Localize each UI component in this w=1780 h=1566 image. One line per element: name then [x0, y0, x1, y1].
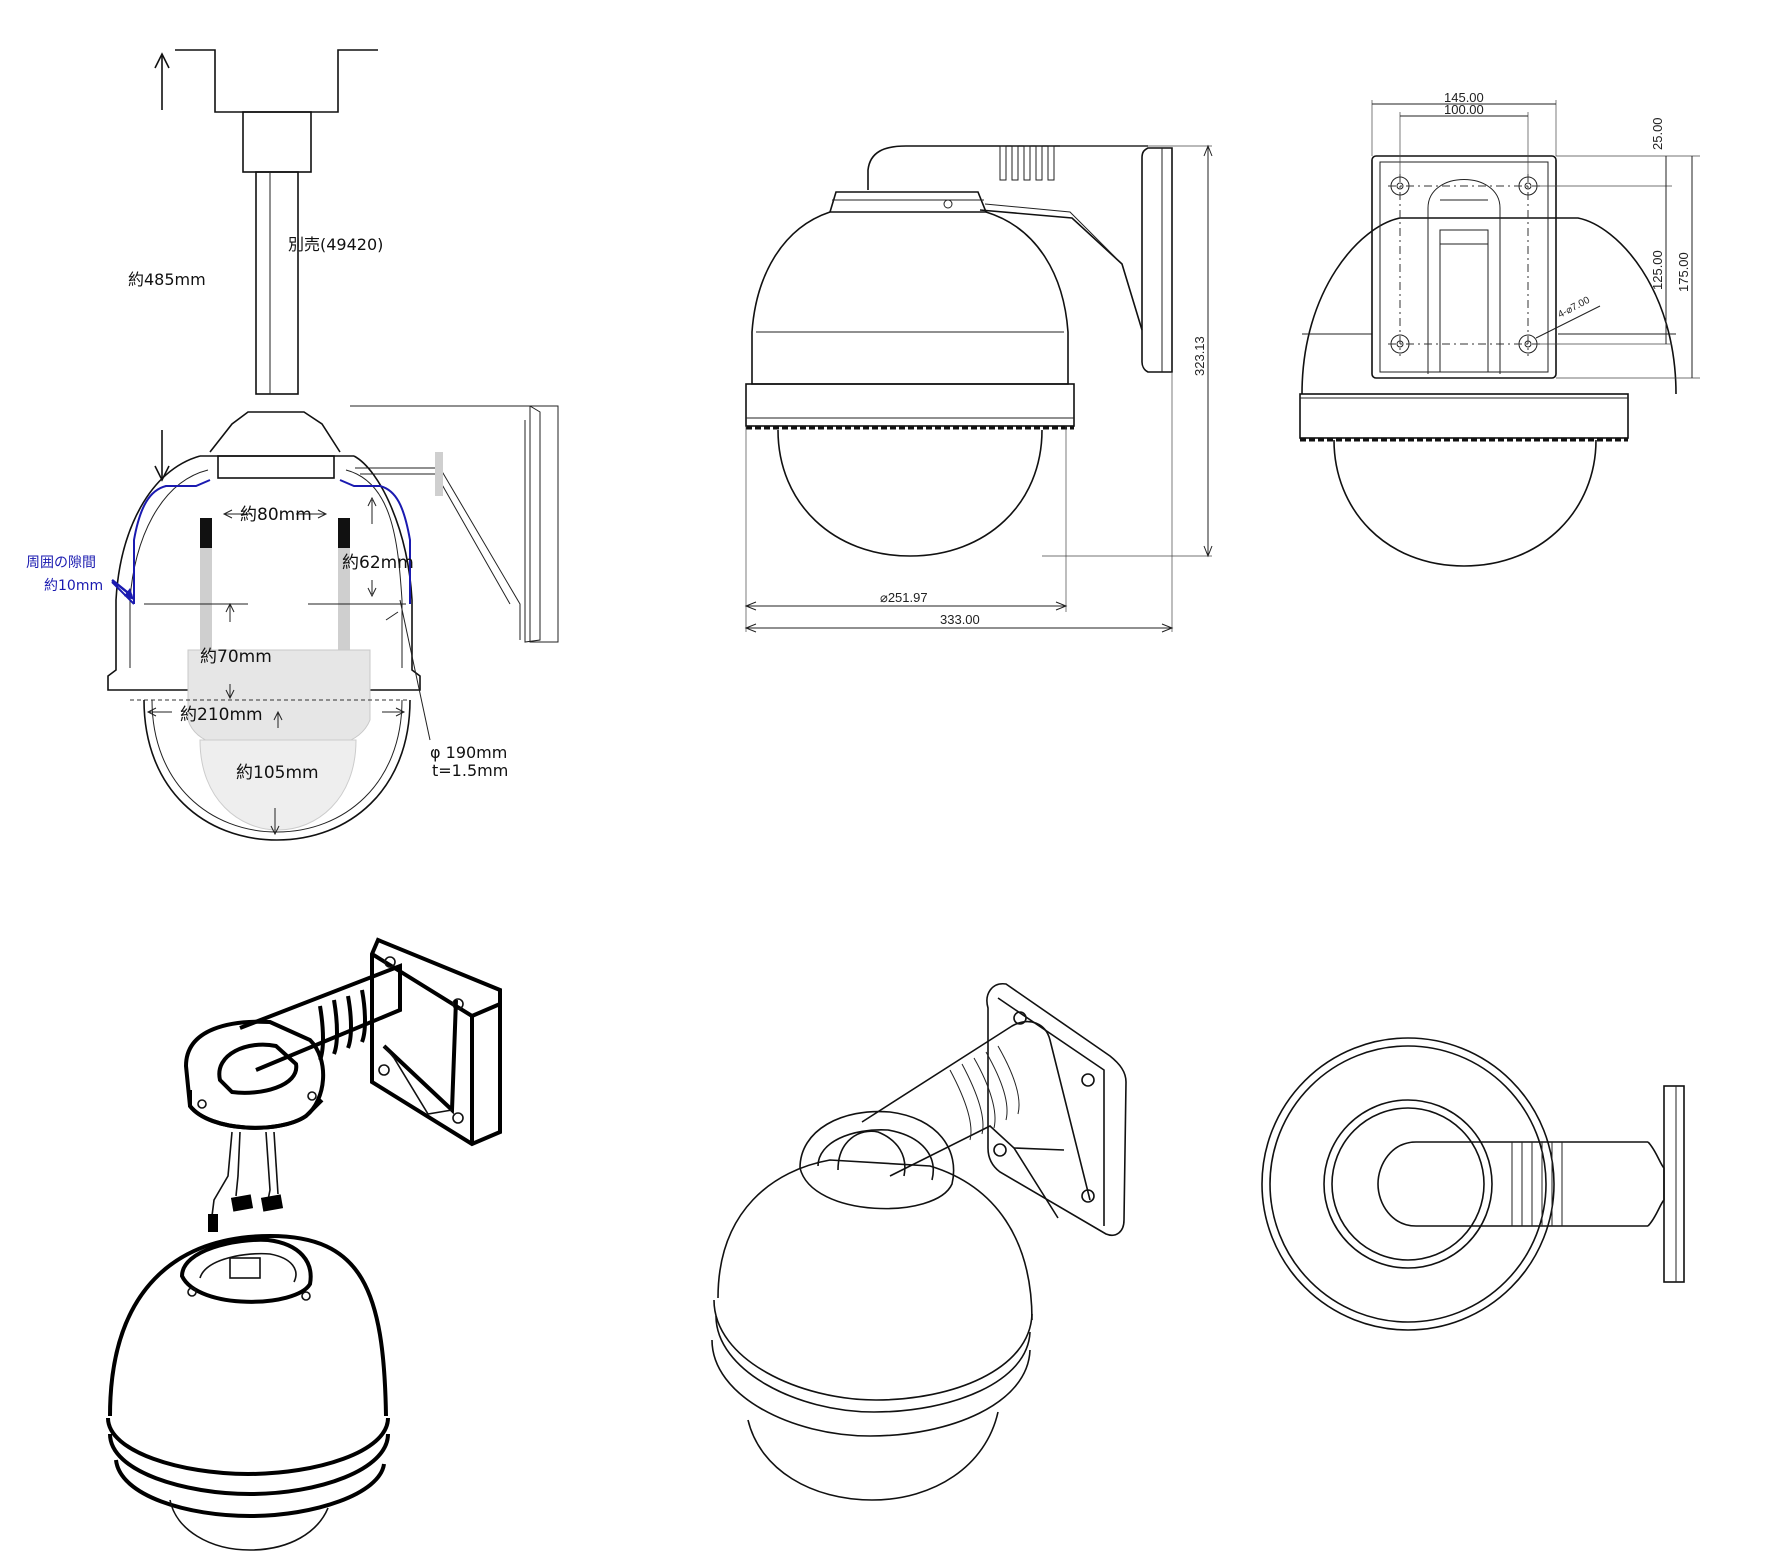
- label-depth-70: 約70mm: [200, 647, 272, 667]
- dim-width-outer: 145.00: [1444, 90, 1484, 105]
- label-total-length: 約485mm: [128, 270, 206, 289]
- label-dome-diameter: φ 190mm: [430, 743, 507, 762]
- label-width-210: 約210mm: [180, 705, 263, 725]
- top-view: [1261, 1037, 1685, 1331]
- dim-dome-diameter: ⌀251.97: [880, 590, 928, 605]
- front-elevation-view: ⌀251.97 333.00 323.13: [744, 144, 1213, 633]
- label-clearance-line1: 周囲の隙間: [26, 555, 96, 571]
- label-sold-separately: 別売(49420): [288, 235, 383, 254]
- side-section-view: 約485mm 別売(49420) 約80mm 周囲の隙間 約10mm 約62mm…: [26, 49, 559, 841]
- label-depth-62: 約62mm: [342, 553, 414, 573]
- dim-offset-top: 25.00: [1650, 117, 1665, 150]
- label-clearance-line2: 約10mm: [44, 578, 103, 594]
- dim-holes: 4-⌀7.00: [1556, 295, 1592, 321]
- dim-height-outer: 175.00: [1676, 252, 1691, 292]
- label-dome-thickness: t=1.5mm: [432, 761, 508, 780]
- dim-width-inner: 100.00: [1444, 102, 1484, 117]
- dim-overall-width: 333.00: [940, 612, 980, 627]
- dim-overall-height: 323.13: [1192, 336, 1207, 376]
- label-inner-width: 約80mm: [240, 505, 312, 525]
- label-height-105: 約105mm: [236, 763, 319, 783]
- rear-elevation-view: 145.00 100.00 25.00 125.00 175.00 4-⌀7.0…: [1299, 90, 1700, 567]
- assembled-isometric-view: [711, 983, 1127, 1501]
- exploded-isometric-view: [106, 937, 502, 1551]
- dim-height-inner: 125.00: [1650, 250, 1665, 290]
